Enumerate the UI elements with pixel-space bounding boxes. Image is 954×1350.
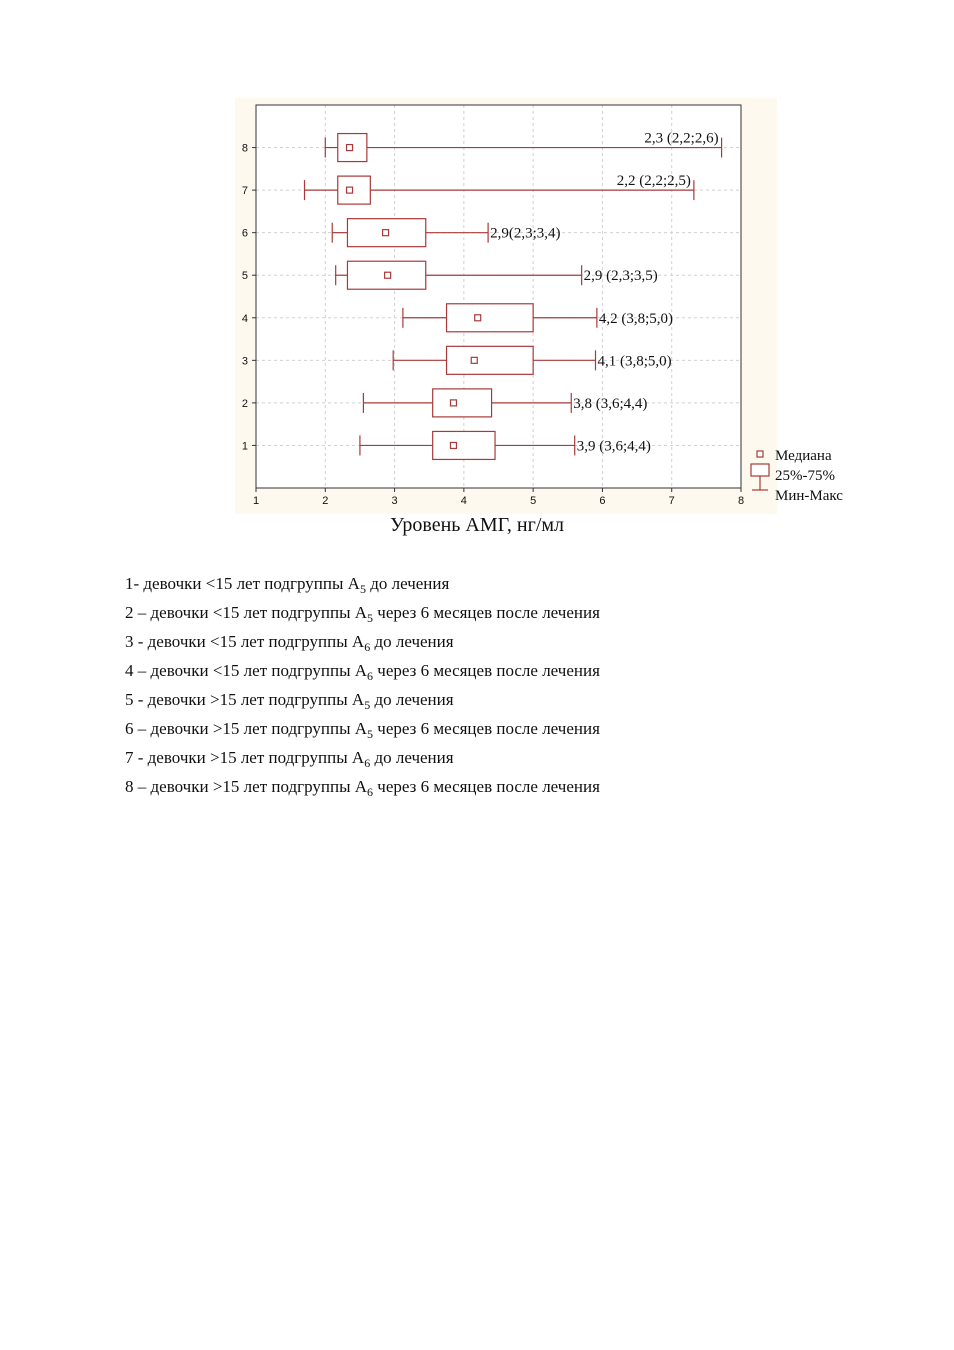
median-marker [345, 186, 354, 194]
group-legend-text: 8 – девочки >15 лет подгруппы А [125, 777, 368, 796]
legend-box-symbol [750, 463, 770, 477]
x-axis-label: Уровень АМГ, нг/мл [389, 514, 565, 536]
group-legend-subscript: 5 [367, 611, 374, 625]
iqr-box [432, 388, 493, 418]
box-group-7 [303, 175, 695, 205]
group-legend-subscript: 6 [367, 669, 374, 683]
boxplot-chart: 1 2 3 4 5 6 7 8 1 2 3 4 5 6 7 8 3,9 (3,6;4,4) 3,8 (3,6;4,… [242, 104, 843, 507]
y-tick-label: 3 [242, 355, 248, 367]
median-marker [474, 314, 482, 322]
data-label: 2,2 (2,2;2,5) [617, 173, 691, 189]
iqr-box [337, 175, 371, 205]
x-tick-label: 1 [253, 495, 259, 507]
group-legend-text: 3 - девочки <15 лет подгруппы А [125, 632, 365, 651]
group-legend-subscript: 6 [367, 785, 374, 799]
group-legend-text: 7 - девочки >15 лет подгруппы А [125, 748, 365, 767]
box-group-2 [362, 388, 572, 418]
group-legend-item: 4 – девочки <15 лет подгруппы А6 через 6… [125, 659, 600, 688]
y-tick-label: 2 [242, 398, 248, 410]
plot-area [256, 105, 741, 488]
group-legend-text-suffix: до лечения [370, 632, 454, 651]
group-legend-text: 4 – девочки <15 лет подгруппы А [125, 661, 368, 680]
data-label: 3,9 (3,6;4,4) [577, 438, 651, 454]
legend-item-label: Медиана [775, 448, 832, 464]
x-tick-label: 7 [669, 495, 675, 507]
median-marker [384, 271, 392, 279]
box-group-6 [331, 218, 489, 248]
data-label: 4,2 (3,8;5,0) [599, 311, 673, 327]
group-legend-item: 2 – девочки <15 лет подгруппы А5 через 6… [125, 601, 600, 630]
group-legend-subscript: 6 [364, 640, 371, 654]
data-label: 3,8 (3,6;4,4) [573, 396, 647, 412]
x-tick-label: 3 [392, 495, 398, 507]
data-label: 2,3 (2,2;2,6) [644, 131, 718, 147]
chart-figure: 1 2 3 4 5 6 7 8 1 2 3 4 5 6 7 8 3,9 (3,6;4,4) 3,8 (3,6;4,… [235, 98, 843, 514]
x-tick-label: 4 [461, 495, 467, 507]
median-marker [449, 399, 458, 407]
group-legend-list: 1- девочки <15 лет подгруппы А5 до лечен… [125, 572, 600, 804]
x-tick-label: 2 [322, 495, 328, 507]
group-legend-item: 8 – девочки >15 лет подгруппы А6 через 6… [125, 775, 600, 804]
legend-median-symbol [756, 450, 764, 458]
box-group-3 [392, 345, 597, 375]
group-legend-text-suffix: через 6 месяцев после лечения [373, 603, 600, 622]
group-legend-subscript: 5 [364, 698, 371, 712]
group-legend-item: 3 - девочки <15 лет подгруппы А6 до лече… [125, 630, 600, 659]
iqr-box [445, 345, 534, 375]
x-tick-label: 5 [530, 495, 536, 507]
median-marker [449, 441, 458, 450]
y-tick-label: 5 [242, 270, 248, 282]
group-legend-text: 1- девочки <15 лет подгруппы А [125, 574, 360, 593]
group-legend-text-suffix: до лечения [365, 574, 450, 593]
median-marker [470, 356, 478, 364]
group-legend-text-suffix: через 6 месяцев после лечения [373, 719, 600, 738]
group-legend-text-suffix: через 6 месяцев после лечения [373, 777, 600, 796]
group-legend-text-suffix: через 6 месяцев после лечения [373, 661, 600, 680]
group-legend-text: 2 – девочки <15 лет подгруппы А [125, 603, 368, 622]
group-legend-item: 7 - девочки >15 лет подгруппы А6 до лече… [125, 746, 600, 775]
group-legend-item: 1- девочки <15 лет подгруппы А5 до лечен… [125, 572, 600, 601]
data-label: 2,9 (2,3;3,5) [584, 268, 658, 284]
box-group-5 [335, 260, 583, 290]
group-legend-text: 6 – девочки >15 лет подгруппы А [125, 719, 368, 738]
group-legend-subscript: 5 [359, 582, 366, 596]
y-tick-label: 6 [242, 228, 248, 240]
box-group-1 [359, 430, 576, 461]
data-label: 4,1 (3,8;5,0) [598, 353, 672, 369]
median-marker [345, 143, 354, 152]
y-tick-label: 7 [242, 185, 248, 197]
y-tick-label: 1 [242, 440, 248, 452]
y-tick-label: 4 [242, 313, 248, 325]
group-legend-subscript: 5 [367, 727, 374, 741]
iqr-box [432, 430, 496, 461]
legend-item-label: Мин-Макс [775, 488, 843, 504]
iqr-box [445, 303, 534, 333]
plot-frame [255, 104, 742, 489]
group-legend-text: 5 - девочки >15 лет подгруппы А [125, 690, 365, 709]
legend-item-label: 25%-75% [775, 468, 835, 484]
x-tick-label: 6 [599, 495, 605, 507]
x-tick-label: 8 [738, 495, 744, 507]
y-tick-label: 8 [242, 143, 248, 155]
group-legend-text-suffix: до лечения [370, 690, 454, 709]
group-legend-subscript: 6 [364, 756, 371, 770]
group-legend-item: 6 – девочки >15 лет подгруппы А5 через 6… [125, 717, 600, 746]
data-label: 2,9(2,3;3,4) [490, 226, 560, 242]
group-legend-text-suffix: до лечения [370, 748, 454, 767]
group-legend-item: 5 - девочки >15 лет подгруппы А5 до лече… [125, 688, 600, 717]
box-group-8 [324, 132, 723, 163]
median-marker [381, 229, 390, 237]
box-group-4 [402, 303, 598, 333]
